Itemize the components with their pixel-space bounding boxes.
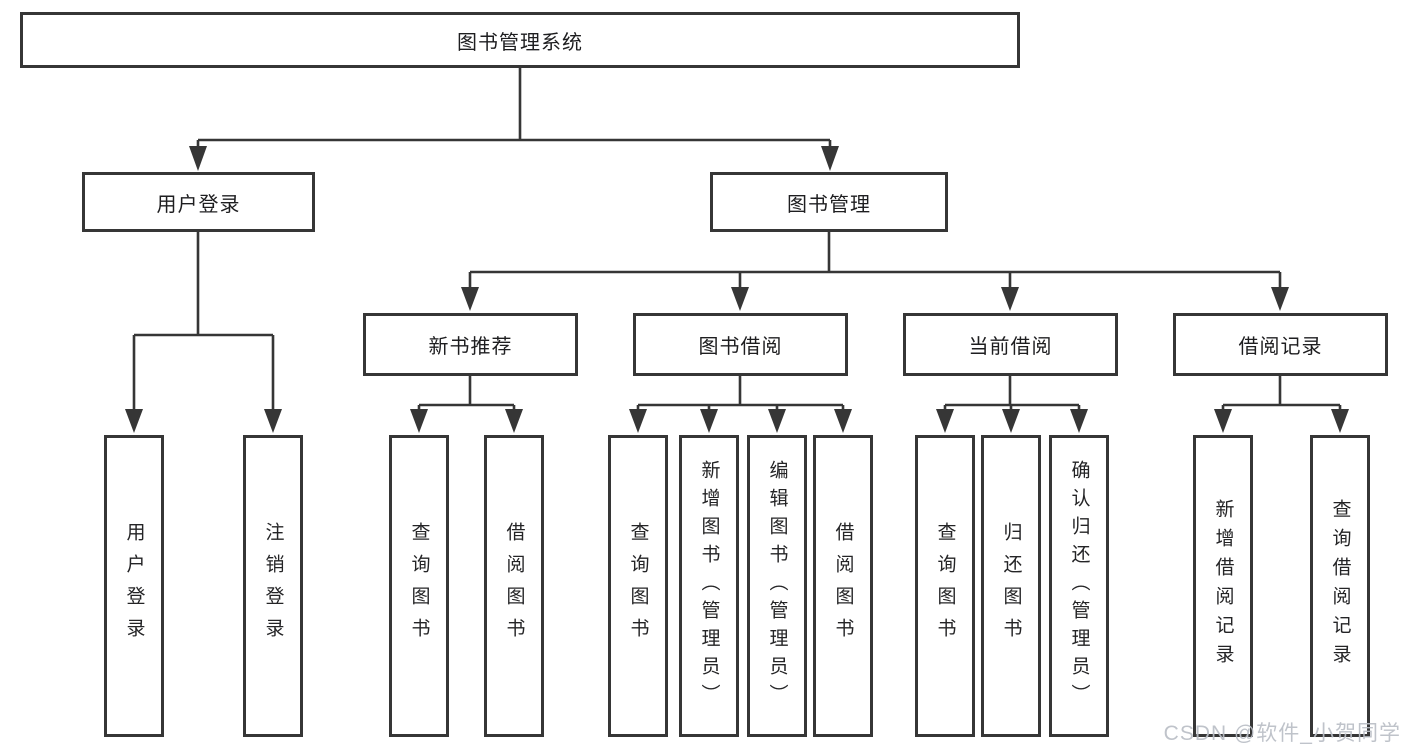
node-book-management: 图书管理 — [710, 172, 948, 232]
leaf-label: 归还图书 — [1000, 522, 1022, 650]
leaf-label: 借阅图书 — [503, 522, 525, 650]
node-label: 当前借阅 — [968, 336, 1053, 358]
arrow-down-icon — [505, 409, 523, 433]
leaf-return-books: 归还图书 — [981, 435, 1041, 737]
leaf-label: 确认归还（管理员） — [1068, 460, 1090, 712]
leaf-label: 注销登录 — [262, 522, 284, 650]
node-new-book-recommend: 新书推荐 — [363, 313, 578, 376]
leaf-label: 查询借阅记录 — [1329, 499, 1351, 673]
arrow-down-icon — [834, 409, 852, 433]
leaf-confirm-return-admin: 确认归还（管理员） — [1049, 435, 1109, 737]
arrow-down-icon — [1070, 409, 1088, 433]
arrow-down-icon — [410, 409, 428, 433]
leaf-label: 查询图书 — [934, 522, 956, 650]
leaf-add-borrow-record: 新增借阅记录 — [1193, 435, 1253, 737]
arrow-down-icon — [629, 409, 647, 433]
arrow-down-icon — [189, 146, 207, 171]
arrow-down-icon — [264, 409, 282, 433]
leaf-add-book-admin: 新增图书（管理员） — [679, 435, 739, 737]
arrow-down-icon — [768, 409, 786, 433]
node-book-borrowing: 图书借阅 — [633, 313, 848, 376]
leaf-borrow-books-recommend: 借阅图书 — [484, 435, 544, 737]
arrow-down-icon — [1271, 287, 1289, 311]
leaf-query-books-recommend: 查询图书 — [389, 435, 449, 737]
arrow-down-icon — [461, 287, 479, 311]
leaf-query-borrow-record: 查询借阅记录 — [1310, 435, 1370, 737]
node-label: 图书管理 — [787, 193, 871, 216]
leaf-label: 编辑图书（管理员） — [766, 460, 788, 712]
arrow-down-icon — [731, 287, 749, 311]
arrow-down-icon — [1001, 287, 1019, 311]
node-label: 用户登录 — [156, 193, 241, 216]
arrow-down-icon — [125, 409, 143, 433]
node-label: 借阅记录 — [1238, 336, 1323, 358]
arrow-down-icon — [700, 409, 718, 433]
leaf-label: 新增图书（管理员） — [698, 460, 720, 712]
leaf-query-books-borrow: 查询图书 — [608, 435, 668, 737]
node-label: 图书管理系统 — [457, 31, 583, 54]
arrow-down-icon — [1331, 409, 1349, 433]
leaf-label: 查询图书 — [408, 522, 430, 650]
arrow-down-icon — [821, 146, 839, 171]
leaf-borrow-books-borrow: 借阅图书 — [813, 435, 873, 737]
leaf-label: 用户登录 — [123, 522, 145, 650]
node-current-borrowing: 当前借阅 — [903, 313, 1118, 376]
leaf-label: 借阅图书 — [832, 522, 854, 650]
node-borrowing-records: 借阅记录 — [1173, 313, 1388, 376]
node-label: 图书借阅 — [698, 336, 783, 358]
arrow-down-icon — [1002, 409, 1020, 433]
arrow-down-icon — [936, 409, 954, 433]
leaf-label: 查询图书 — [627, 522, 649, 650]
watermark: CSDN @软件_小贺同学 — [1163, 722, 1401, 745]
arrow-down-icon — [1214, 409, 1232, 433]
leaf-logout: 注销登录 — [243, 435, 303, 737]
leaf-label: 新增借阅记录 — [1212, 499, 1234, 673]
leaf-query-books-current: 查询图书 — [915, 435, 975, 737]
node-library-system: 图书管理系统 — [20, 12, 1020, 68]
node-user-login: 用户登录 — [82, 172, 315, 232]
node-label: 新书推荐 — [428, 336, 513, 358]
arrow-down-icons — [125, 146, 1349, 433]
leaf-user-login: 用户登录 — [104, 435, 164, 737]
leaf-edit-book-admin: 编辑图书（管理员） — [747, 435, 807, 737]
